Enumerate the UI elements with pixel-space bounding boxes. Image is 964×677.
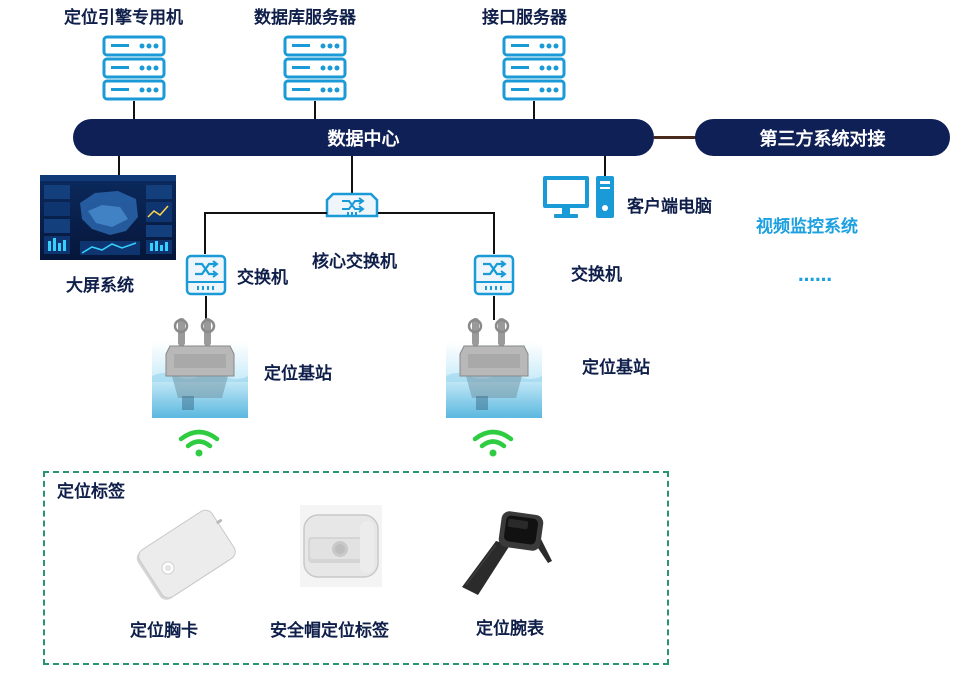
base-station-image-right xyxy=(446,318,542,418)
server-label-engine: 定位引擎专用机 xyxy=(64,8,183,28)
badge-card-image xyxy=(136,509,236,600)
wristwatch-image xyxy=(462,511,552,595)
big-screen-label: 大屏系统 xyxy=(66,276,134,296)
network-drop-left xyxy=(204,212,206,254)
core-switch-label: 核心交换机 xyxy=(312,252,397,272)
server-icon-engine xyxy=(102,35,166,101)
wristwatch-label: 定位腕表 xyxy=(476,619,544,639)
connector-engine xyxy=(133,101,135,119)
switch-icon-left xyxy=(185,254,227,296)
wifi-icon-left xyxy=(178,429,220,457)
switch-icon-right xyxy=(473,254,515,296)
connector-big-screen xyxy=(118,156,120,176)
server-icon-interface xyxy=(502,35,566,101)
server-label-database: 数据库服务器 xyxy=(254,8,356,28)
data-center-bar: 数据中心 xyxy=(73,119,654,156)
server-label-interface: 接口服务器 xyxy=(482,8,567,28)
connector-database xyxy=(314,101,316,119)
more-systems-ellipsis: …… xyxy=(798,266,832,286)
third-party-connector xyxy=(654,136,696,139)
location-tags-group xyxy=(43,471,669,665)
video-system-label: 视频监控系统 xyxy=(756,217,858,237)
switch-label-left: 交换机 xyxy=(237,268,288,288)
location-tags-title: 定位标签 xyxy=(57,482,125,502)
big-screen-dashboard-image xyxy=(40,175,176,260)
switch-to-station-left xyxy=(205,296,207,320)
server-icon-database xyxy=(283,35,347,101)
wifi-icon-right xyxy=(472,429,514,457)
network-drop-right xyxy=(493,212,495,254)
connector-interface xyxy=(533,101,535,119)
connector-client-pc xyxy=(604,156,606,176)
switch-to-station-right xyxy=(493,296,495,320)
helmet-tag-image xyxy=(300,505,382,587)
base-station-label-left: 定位基站 xyxy=(264,364,332,384)
data-center-label: 数据中心 xyxy=(327,128,400,150)
client-pc-label: 客户端电脑 xyxy=(627,197,712,217)
helmet-tag-label: 安全帽定位标签 xyxy=(270,621,389,641)
core-switch-icon xyxy=(325,192,379,218)
switch-label-right: 交换机 xyxy=(571,265,622,285)
client-pc-icon xyxy=(543,176,614,218)
network-line-right xyxy=(378,212,495,214)
connector-core-switch xyxy=(351,156,353,194)
third-party-bar: 第三方系统对接 xyxy=(695,119,950,156)
badge-card-label: 定位胸卡 xyxy=(130,621,198,641)
network-line-left xyxy=(204,212,327,214)
third-party-label: 第三方系统对接 xyxy=(759,128,886,150)
base-station-label-right: 定位基站 xyxy=(582,358,650,378)
base-station-image-left xyxy=(152,318,248,418)
